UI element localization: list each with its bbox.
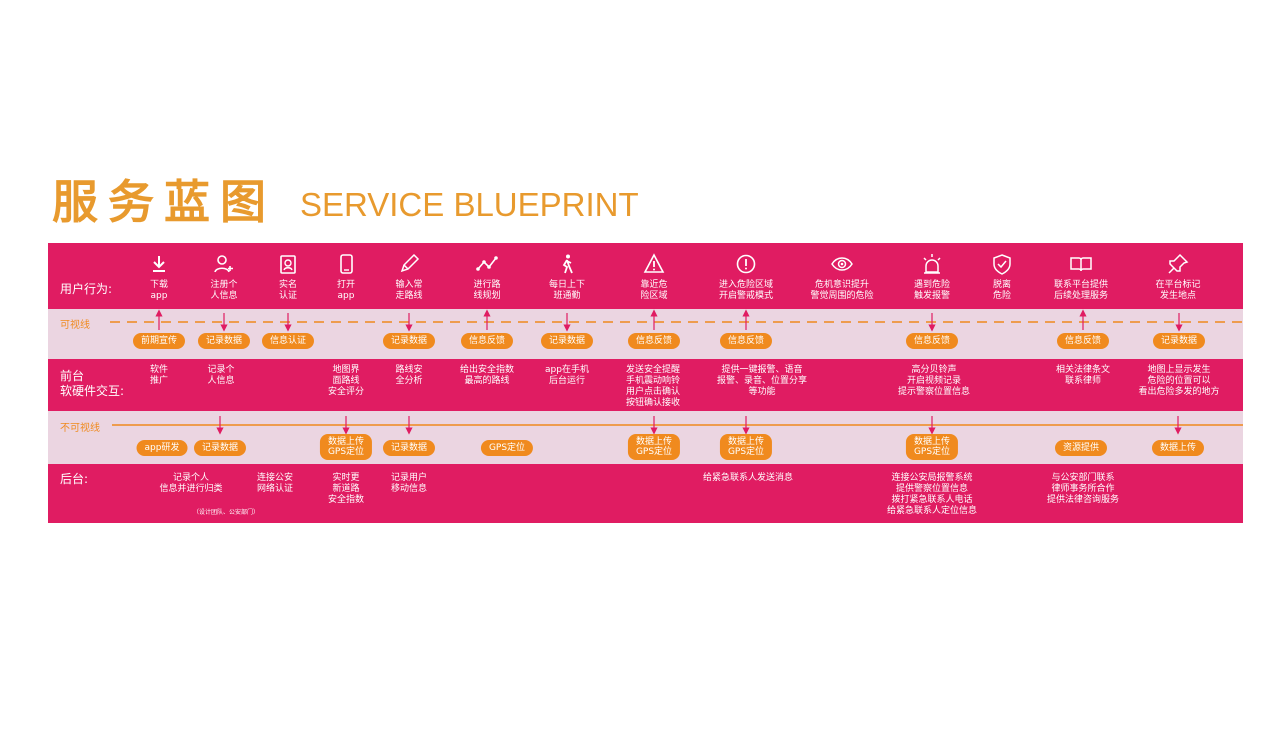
invisible-line-tag: 数据上传 GPS定位 <box>719 434 773 460</box>
invisible-line-tag: 数据上传 GPS定位 <box>905 434 959 460</box>
backstage-item: 与公安部门联系 律师事务所合作 提供法律咨询服务 <box>1046 473 1120 505</box>
alert-circle-icon <box>735 253 757 275</box>
visible-line-tag: 信息反馈 <box>460 333 514 349</box>
visible-line-tag: 信息认证 <box>261 333 315 349</box>
invisible-line-tag: 数据上传 GPS定位 <box>319 434 373 460</box>
user-action-label: 输入常 走路线 <box>395 280 423 301</box>
row-label-visible-line: 可视线 <box>60 320 90 331</box>
user-action-label: 打开 app <box>336 280 356 301</box>
frontstage-item: 路线安 全分析 <box>395 365 423 386</box>
eye-icon <box>831 253 853 275</box>
frontstage-item: app在手机 后台运行 <box>545 365 589 386</box>
row-label-backstage: 后台: <box>60 472 89 486</box>
visible-line-tag: 记录数据 <box>382 333 436 349</box>
pencil-icon <box>398 253 420 275</box>
frontstage-item: 给出安全指数 最高的路线 <box>459 365 515 386</box>
user-action-label: 联系平台提供 后续处理服务 <box>1053 280 1109 301</box>
invisible-line-tag: 资源提供 <box>1054 440 1108 456</box>
frontstage-item: 发送安全提醒 手机震动响铃 用户点击确认 按钮确认接收 <box>625 365 681 408</box>
visible-line-tag: 信息反馈 <box>719 333 773 349</box>
user-action-label: 危机意识提升 警觉周围的危险 <box>810 280 874 301</box>
walking-icon <box>556 253 578 275</box>
invisible-line-tag: app研发 <box>136 440 188 456</box>
row-label-user: 用户行为: <box>60 282 113 296</box>
frontstage-item: 高分贝铃声 开启视频记录 提示警察位置信息 <box>897 365 971 397</box>
id-card-icon <box>277 253 299 275</box>
user-action-label: 脱离 危险 <box>992 280 1012 301</box>
invisible-line-tag: GPS定位 <box>480 440 534 456</box>
frontstage-item: 地图界 面路线 安全评分 <box>327 365 365 397</box>
frontstage-band <box>48 359 1243 411</box>
user-action-label: 每日上下 班通勤 <box>548 280 586 301</box>
visible-line-tag: 记录数据 <box>197 333 251 349</box>
row-label-frontstage: 前台 软硬件交互: <box>60 369 125 398</box>
frontstage-item: 提供一键报警、语音 报警、录音、位置分享 等功能 <box>716 365 808 397</box>
backstage-item: 记录个人 信息并进行归类 <box>159 473 223 494</box>
user-actions-band <box>48 243 1243 309</box>
pin-icon <box>1167 253 1189 275</box>
page-title-en: SERVICE BLUEPRINT <box>300 186 639 223</box>
user-action-label: 在平台标记 发生地点 <box>1155 280 1201 301</box>
visible-line-tag: 信息反馈 <box>1056 333 1110 349</box>
phone-icon <box>335 253 357 275</box>
invisible-line-tag: 记录数据 <box>193 440 247 456</box>
page-title-cn: 服务蓝图 <box>52 175 276 229</box>
book-icon <box>1070 253 1092 275</box>
user-action-label: 进行路 线规划 <box>473 280 501 301</box>
user-action-label: 靠近危 险区域 <box>640 280 668 301</box>
visible-line-tag: 记录数据 <box>1152 333 1206 349</box>
visible-line-tag: 前期宣传 <box>132 333 186 349</box>
frontstage-item: 地图上显示发生 危险的位置可以 看出危险多发的地方 <box>1138 365 1220 397</box>
backstage-band <box>48 464 1243 523</box>
backstage-item: 给紧急联系人发送消息 <box>702 473 794 483</box>
visible-line-tag: 记录数据 <box>540 333 594 349</box>
shield-icon <box>991 253 1013 275</box>
user-action-label: 注册个 人信息 <box>210 280 238 301</box>
backstage-note: （设计团队、公安部门） <box>192 509 260 516</box>
backstage-item: 连接公安 网络认证 <box>256 473 294 494</box>
frontstage-item: 相关法律条文 联系律师 <box>1055 365 1111 386</box>
backstage-item: 连接公安局报警系统 提供警察位置信息 拨打紧急联系人电话 给紧急联系人定位信息 <box>886 473 978 516</box>
siren-icon <box>921 253 943 275</box>
invisible-line-tag: 记录数据 <box>382 440 436 456</box>
route-icon <box>476 253 498 275</box>
user-action-label: 实名 认证 <box>278 280 298 301</box>
visible-line-tag: 信息反馈 <box>627 333 681 349</box>
visible-line-tag: 信息反馈 <box>905 333 959 349</box>
invisible-line-tag: 数据上传 GPS定位 <box>627 434 681 460</box>
invisible-line-tag: 数据上传 <box>1151 440 1205 456</box>
backstage-item: 实时更 新道路 安全指数 <box>327 473 365 505</box>
download-icon <box>148 253 170 275</box>
backstage-item: 记录用户 移动信息 <box>390 473 428 494</box>
frontstage-item: 记录个 人信息 <box>207 365 235 386</box>
row-label-invisible-line: 不可视线 <box>60 423 100 434</box>
warning-triangle-icon <box>643 253 665 275</box>
user-action-label: 下载 app <box>149 280 169 301</box>
add-user-icon <box>213 253 235 275</box>
user-action-label: 遇到危险 触发报警 <box>913 280 951 301</box>
user-action-label: 进入危险区域 开启警戒模式 <box>718 280 774 301</box>
frontstage-item: 软件 推广 <box>149 365 169 386</box>
